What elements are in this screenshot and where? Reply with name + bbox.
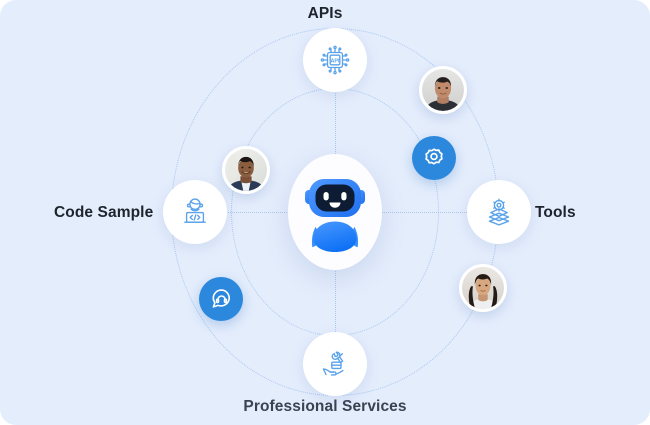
label-professional-services: Professional Services bbox=[243, 398, 407, 415]
accent-settings[interactable] bbox=[412, 136, 456, 180]
gear-icon bbox=[422, 146, 446, 170]
avatar-photo bbox=[462, 267, 504, 309]
label-apis: APIs bbox=[307, 5, 343, 22]
node-code-sample[interactable] bbox=[163, 180, 227, 244]
avatar-photo bbox=[225, 149, 267, 191]
hand-tools-icon bbox=[319, 348, 351, 380]
headset-chat-icon bbox=[209, 287, 233, 311]
avatar-bottom-right[interactable] bbox=[459, 264, 507, 312]
avatar-top-right[interactable] bbox=[419, 66, 467, 114]
api-chip-icon: API bbox=[319, 44, 351, 76]
center-chatbot-node[interactable] bbox=[288, 154, 382, 270]
accent-support-chat[interactable] bbox=[199, 277, 243, 321]
node-professional-services[interactable] bbox=[303, 332, 367, 396]
code-developer-icon bbox=[179, 196, 211, 228]
avatar-photo bbox=[422, 69, 464, 111]
avatar-mid-left[interactable] bbox=[222, 146, 270, 194]
node-tools[interactable] bbox=[467, 180, 531, 244]
tools-stack-icon bbox=[483, 196, 515, 228]
label-code-sample: Code Sample bbox=[54, 204, 154, 221]
node-apis[interactable]: API bbox=[303, 28, 367, 92]
robot-icon bbox=[298, 170, 372, 254]
label-tools: Tools bbox=[535, 204, 576, 221]
svg-text:API: API bbox=[331, 58, 340, 64]
